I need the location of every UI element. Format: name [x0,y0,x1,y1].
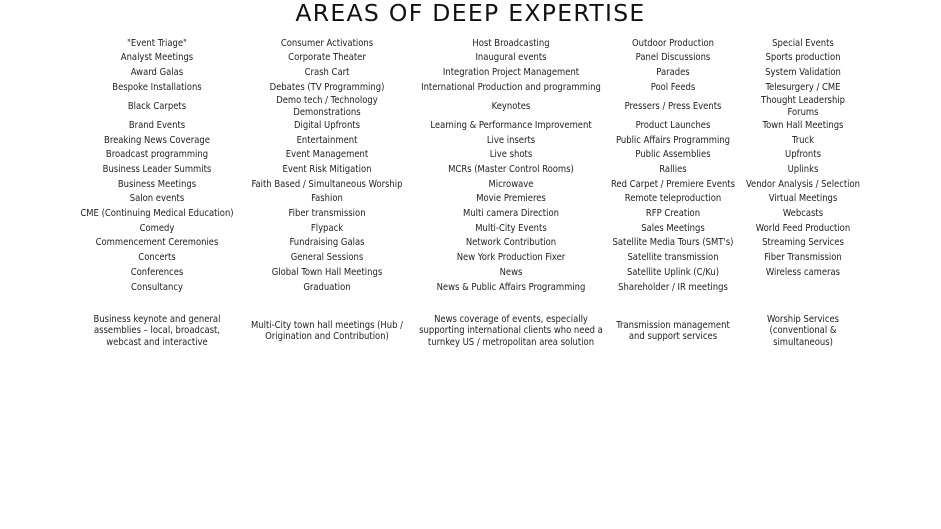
expertise-item: Panel Discussions [635,52,711,64]
expertise-item: Fiber Transmission [764,252,842,264]
expertise-item: Crash Cart [304,66,350,78]
expertise-item: Faith Based / Simultaneous Worship [251,178,403,190]
expertise-item: Multi-City Events [475,222,547,234]
expertise-item: Telesurgery / CME [765,81,841,93]
expertise-item: Network Contribution [465,237,557,249]
expertise-item: Global Town Hall Meetings [271,266,383,278]
expertise-item: Commencement Ceremonies [95,237,219,249]
expertise-item: New York Production Fixer [456,252,566,264]
expertise-item: Satellite transmission [627,252,719,264]
expertise-footer-note: News coverage of events, especially supp… [419,313,603,348]
expertise-item: Multi camera Direction [463,208,559,220]
expertise-item: Keynotes [491,100,531,112]
expertise-item: Vendor Analysis / Selection [745,178,861,190]
expertise-item: Uplinks [787,163,819,175]
page-title: AREAS OF DEEP EXPERTISE [295,0,646,27]
expertise-item: Consumer Activations [280,37,374,49]
expertise-item: Integration Project Management [442,66,580,78]
expertise-item: News & Public Affairs Programming [436,281,586,293]
expertise-item: Analyst Meetings [120,52,194,64]
expertise-item: Host Broadcasting [472,37,550,49]
expertise-item: MCRs (Master Control Rooms) [448,163,574,175]
expertise-item: Wireless cameras [765,266,841,278]
expertise-item: Special Events [772,37,834,49]
expertise-item: CME (Continuing Medical Education) [80,208,234,220]
expertise-item: Thought Leadership Forums [760,95,846,118]
expertise-item: News [499,266,523,278]
expertise-item: Upfronts [785,149,821,161]
expertise-item: Salon events [129,193,185,205]
expertise-item: Fashion [311,193,343,205]
expertise-item: Inaugural events [475,52,547,64]
expertise-item: Truck [791,134,815,146]
expertise-item [740,280,866,295]
expertise-item: Consultancy [131,281,183,293]
expertise-item: Parades [656,66,690,78]
expertise-item: Event Management [285,149,369,161]
expertise-item: Outdoor Production [632,37,714,49]
expertise-item: Fundraising Galas [289,237,365,249]
expertise-item: RFP Creation [645,208,701,220]
expertise-item: Public Assemblies [635,149,711,161]
expertise-footer-note: Business keynote and general assemblies … [93,313,221,348]
expertise-item: Satellite Uplink (C/Ku) [626,266,720,278]
expertise-item: Breaking News Coverage [104,134,210,146]
expertise-item: System Validation [765,66,841,78]
expertise-item: Pool Feeds [650,81,696,93]
expertise-item: Business Meetings [117,178,197,190]
expertise-item: Business Leader Summits [102,163,212,175]
expertise-item: Award Galas [130,66,184,78]
expertise-item: "Event Triage" [127,37,187,49]
expertise-footer-note: Worship Services (conventional & simulta… [766,313,840,348]
expertise-footer-note: Transmission management and support serv… [616,319,730,343]
expertise-item: Fiber transmission [288,208,366,220]
expertise-item: Debates (TV Programming) [269,81,385,93]
expertise-item: Entertainment [296,134,358,146]
expertise-item: Shareholder / IR meetings [618,281,728,293]
expertise-item: Streaming Services [762,237,844,249]
expertise-item: International Production and programming [421,81,601,93]
expertise-item: Event Risk Mitigation [282,163,372,175]
expertise-item: Demo tech / Technology Demonstrations [276,95,378,118]
expertise-item: Corporate Theater [288,52,366,64]
expertise-item: Conferences [130,266,184,278]
expertise-item: General Sessions [290,252,364,264]
expertise-item: Movie Premieres [476,193,546,205]
expertise-item: Virtual Meetings [768,193,838,205]
expertise-item: Satellite Media Tours (SMT's) [612,237,734,249]
expertise-item: Digital Upfronts [294,119,360,131]
expertise-item: Microwave [488,178,534,190]
expertise-item: Learning & Performance Improvement [430,119,592,131]
expertise-item: Brand Events [128,119,186,131]
expertise-item: Sports production [765,52,841,64]
expertise-item: Rallies [659,163,687,175]
expertise-item: Flypack [310,222,344,234]
expertise-item: Public Affairs Programming [615,134,731,146]
expertise-item: Remote teleproduction [624,193,722,205]
expertise-item: World Feed Production [755,222,851,234]
expertise-item: Live inserts [486,134,536,146]
expertise-item: Concerts [138,252,176,264]
expertise-item: Pressers / Press Events [624,100,722,112]
expertise-item: Graduation [303,281,351,293]
expertise-item: Sales Meetings [641,222,705,234]
expertise-item: Town Hall Meetings [762,119,844,131]
expertise-item: Broadcast programming [105,149,209,161]
expertise-footer-note: Multi-City town hall meetings (Hub / Ori… [250,319,404,343]
expertise-item: Red Carpet / Premiere Events [610,178,736,190]
expertise-item: Black Carpets [127,100,187,112]
expertise-item: Live shots [489,149,533,161]
expertise-item: Comedy [139,222,175,234]
expertise-item: Bespoke Installations [112,81,202,93]
expertise-item: Product Launches [635,119,711,131]
expertise-item: Webcasts [782,208,824,220]
